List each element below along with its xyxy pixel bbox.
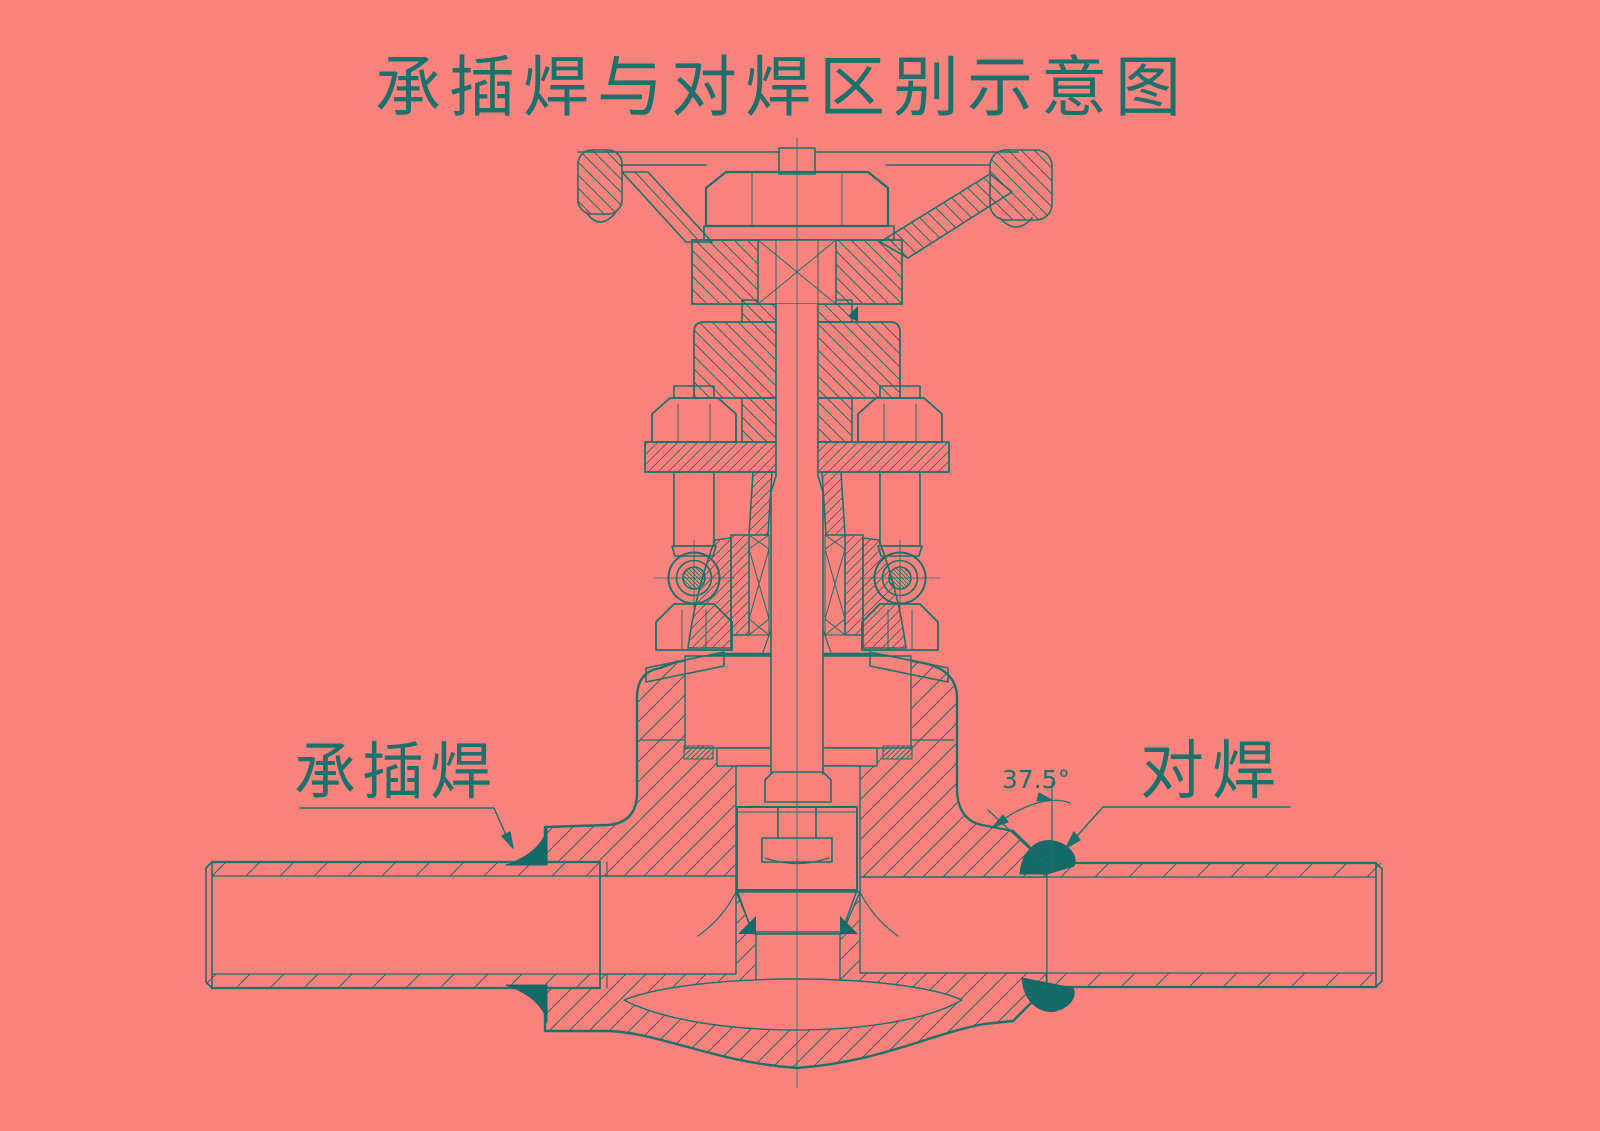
butt-weld-bead-bottom xyxy=(1021,977,1075,1013)
left-eyebolt xyxy=(645,385,737,683)
right-pipe xyxy=(1045,861,1383,989)
bevel-angle-arrow-left xyxy=(992,814,1009,828)
gland-follower-left xyxy=(748,471,773,536)
socket-weld-leader-arrow xyxy=(501,831,514,849)
bonnet-and-packing xyxy=(687,471,907,649)
socket-weld-label: 承插焊 xyxy=(294,739,498,807)
bonnet-gasket-right xyxy=(882,745,913,760)
right-pipe-end-face xyxy=(1375,862,1383,988)
butt-weld-leader xyxy=(1065,806,1291,849)
seat-contact-left xyxy=(738,916,756,934)
socket-weld-fillet-top xyxy=(505,826,548,866)
left-pipe-end-face xyxy=(205,861,213,989)
disc-collar xyxy=(764,771,832,803)
pivot-crosshair-right xyxy=(859,539,941,619)
thread-relief-mark xyxy=(848,306,858,322)
diagram-title: 承插焊与对焊区别示意图 xyxy=(375,52,1189,125)
handwheel-rim-left xyxy=(577,149,623,215)
stuffing-box-wall-right xyxy=(844,534,864,636)
bonnet-gasket-left xyxy=(683,745,714,760)
seat-contact-right xyxy=(840,916,858,934)
valve-body xyxy=(543,629,1049,1070)
bevel-angle-value: 37.5° xyxy=(1002,765,1070,794)
valve-body-cavities xyxy=(544,655,1048,1031)
bevel-angle-annotation xyxy=(987,781,1071,869)
socket-weld-fillet-bottom xyxy=(505,984,548,1024)
bevel-angle-arrow-right xyxy=(1036,792,1053,802)
right-flow-bore xyxy=(859,876,1048,974)
bottom-flow-passage xyxy=(623,978,963,1031)
valve-body-interior-lines xyxy=(606,629,955,989)
bevel-angle-slope-line xyxy=(987,809,1049,867)
stuffing-box-wall-left xyxy=(730,534,750,636)
butt-weld-label: 对焊 xyxy=(1140,736,1284,807)
disc-chamber xyxy=(735,765,861,893)
butt-weld-leader-arrow xyxy=(1065,831,1081,849)
butt-weld-bead-top xyxy=(1019,839,1076,875)
handwheel-spoke-right xyxy=(879,173,1013,259)
left-pipe xyxy=(205,860,602,990)
socket-weld-leader xyxy=(299,807,514,849)
gland-follower-right xyxy=(821,471,846,536)
pivot-crosshair-left xyxy=(653,539,735,619)
